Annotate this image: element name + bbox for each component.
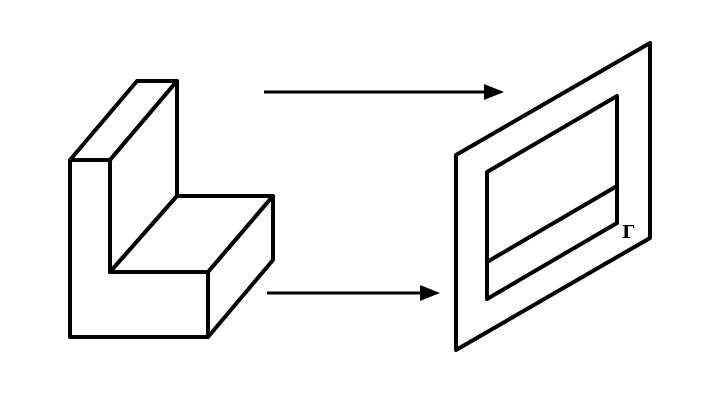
plane-label: Г: [622, 222, 635, 243]
projection-arrow-bottom: [267, 285, 440, 301]
projected-view-edge: [485, 184, 619, 264]
l-shaped-block: [68, 79, 275, 339]
projection-plane: Г: [454, 41, 652, 352]
projected-view-outline: [485, 94, 619, 301]
projection-arrow-top: [264, 84, 504, 100]
block-seat-side-face: [206, 194, 275, 339]
